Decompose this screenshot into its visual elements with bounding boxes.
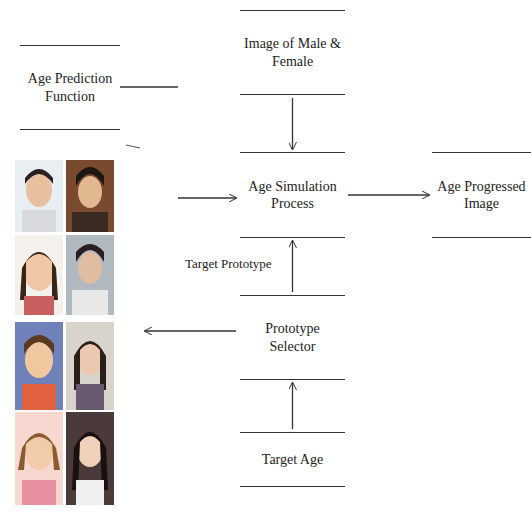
flow-arrow (292, 241, 293, 292)
arrow-line (178, 197, 236, 198)
box-label: Image of Male & Female (240, 33, 345, 72)
process-box: Age Progressed Image (432, 152, 531, 238)
flow-arrow (292, 98, 293, 149)
box-label: Age Progressed Image (432, 176, 531, 215)
box-label: Prototype Selector (240, 318, 345, 357)
annotation-label: Target Prototype (183, 256, 274, 272)
flow-arrow (292, 383, 293, 429)
wire (120, 86, 178, 87)
process-box: Prototype Selector (240, 295, 345, 380)
flow-arrow (348, 194, 429, 195)
process-box: Age Simulation Process (240, 152, 345, 238)
face-grid (15, 160, 114, 505)
box-label: Age Prediction Function (20, 68, 120, 107)
box-label: Age Simulation Process (240, 176, 345, 215)
tick-mark (126, 145, 140, 148)
process-box: Age Prediction Function (20, 45, 120, 130)
process-box: Image of Male & Female (240, 10, 345, 95)
box-label: Target Age (259, 449, 326, 471)
process-box: Target Age (240, 432, 345, 487)
arrow-line (145, 330, 236, 331)
